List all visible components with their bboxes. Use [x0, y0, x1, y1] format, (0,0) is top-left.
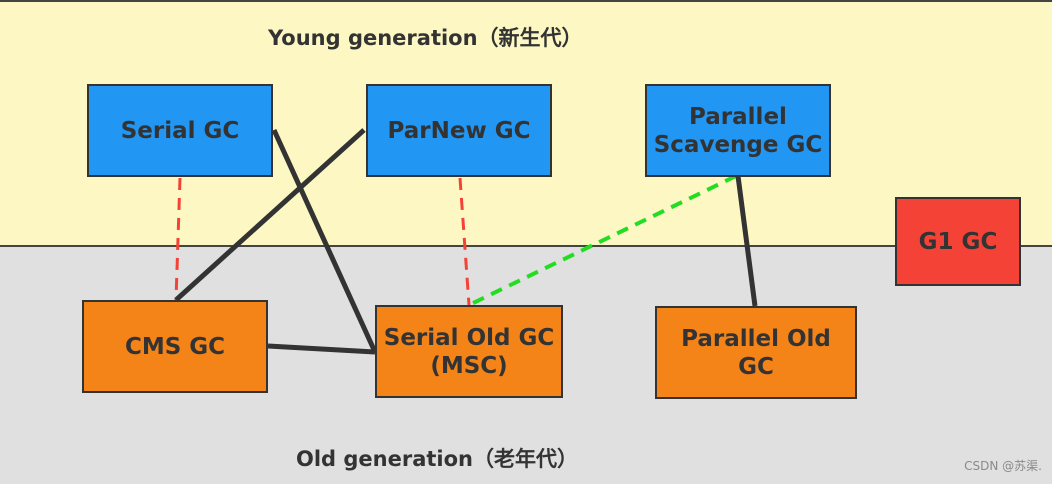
- young-generation-label: Young generation（新生代）: [268, 26, 583, 50]
- old-generation-label: Old generation（老年代）: [296, 447, 579, 471]
- serial-old-gc-label: Serial Old GC (MSC): [383, 324, 555, 379]
- parallel-scavenge-gc-label: Parallel Scavenge GC: [653, 103, 823, 158]
- parallel-old-gc-label: Parallel Old GC: [681, 325, 831, 380]
- cms-gc-box: CMS GC: [82, 300, 268, 393]
- serial-gc-label: Serial GC: [120, 117, 240, 144]
- serial-old-gc-box: Serial Old GC (MSC): [375, 305, 563, 398]
- parnew-gc-label: ParNew GC: [387, 117, 531, 144]
- parallel-scavenge-gc-box: Parallel Scavenge GC: [645, 84, 831, 177]
- serial-gc-box: Serial GC: [87, 84, 273, 177]
- g1-gc-box: G1 GC: [895, 197, 1021, 286]
- watermark: CSDN @苏渠.: [964, 459, 1042, 473]
- cms-gc-label: CMS GC: [124, 333, 226, 360]
- parnew-gc-box: ParNew GC: [366, 84, 552, 177]
- parallel-old-gc-box: Parallel Old GC: [655, 306, 857, 399]
- g1-gc-label: G1 GC: [918, 228, 998, 255]
